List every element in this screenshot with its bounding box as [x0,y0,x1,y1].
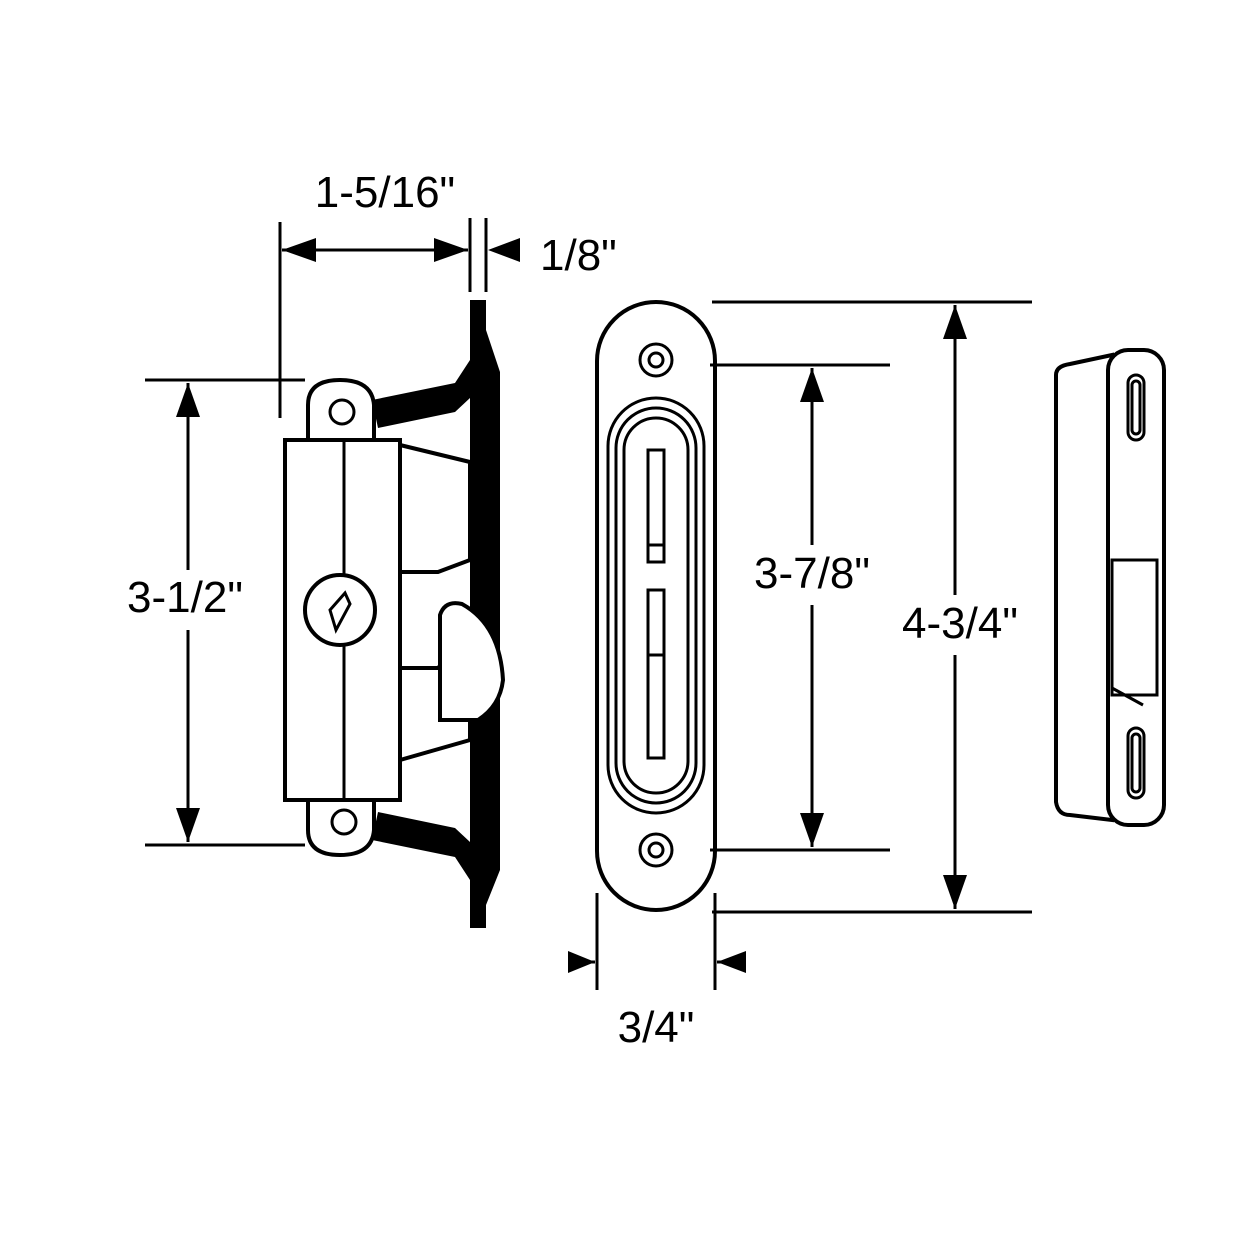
face-plate [595,300,717,912]
arrowhead [800,813,824,847]
top-plate-hole-inner [647,351,665,369]
body-upper-side [398,442,472,574]
keeper-slot-top-inner [1130,379,1142,436]
arrowhead [800,368,824,402]
arrowhead [488,238,520,262]
keeper-front [1106,348,1166,827]
latch-hook [438,601,506,722]
arrowhead [943,305,967,339]
top-screw-hole [328,398,356,426]
bottom-arm [372,812,470,880]
bottom-mounting-ear [306,798,376,858]
label-mask [880,595,1040,655]
arrowhead [282,238,316,262]
plate-recess-mid [614,406,698,805]
top-plate-hole [638,342,674,378]
arrowhead [176,808,200,842]
keeper-slot-bottom-inner [1130,732,1142,794]
keeper-view [1054,348,1166,827]
plate-recess-outer [606,396,706,815]
keeper-catch [1110,558,1159,697]
keeper-slot-top [1126,373,1146,442]
arrowhead [943,875,967,909]
arrowhead [717,951,746,973]
bottom-plate-hole-inner [647,841,665,859]
arrowhead [434,238,468,262]
face-plate-view: 3-7/8" 4-3/4" 3/4" [568,300,1040,1052]
bottom-plate-hole [638,832,674,868]
dim-plate-width: 3/4" [618,1003,695,1052]
top-mounting-ear [306,377,376,442]
top-arm [372,360,470,428]
dim-plate-height: 4-3/4" [902,599,1018,648]
keeper-catch-edge [1111,686,1144,707]
keyway-icon [328,590,352,634]
flange-edge [470,330,500,905]
keeper-slot-bottom [1126,726,1146,800]
plate-recess-inner [622,416,690,795]
latch-slot-upper [646,448,666,564]
key-cylinder [303,573,377,647]
dim-lock-height: 3-1/2" [127,573,243,622]
label-mask [105,570,265,630]
dim-flange-thickness: 1/8" [540,231,617,280]
dim-lock-depth: 1-5/16" [315,168,455,217]
keeper-side [1054,352,1114,823]
bottom-screw-hole [330,808,358,836]
dim-hole-spacing: 3-7/8" [754,549,870,598]
latch-slot-lower [646,588,666,760]
lock-side-view: 1-5/16" 1/8" 3-1/2" [105,168,617,928]
label-mask [730,545,892,605]
arrowhead [568,951,595,973]
arrowhead [176,383,200,417]
